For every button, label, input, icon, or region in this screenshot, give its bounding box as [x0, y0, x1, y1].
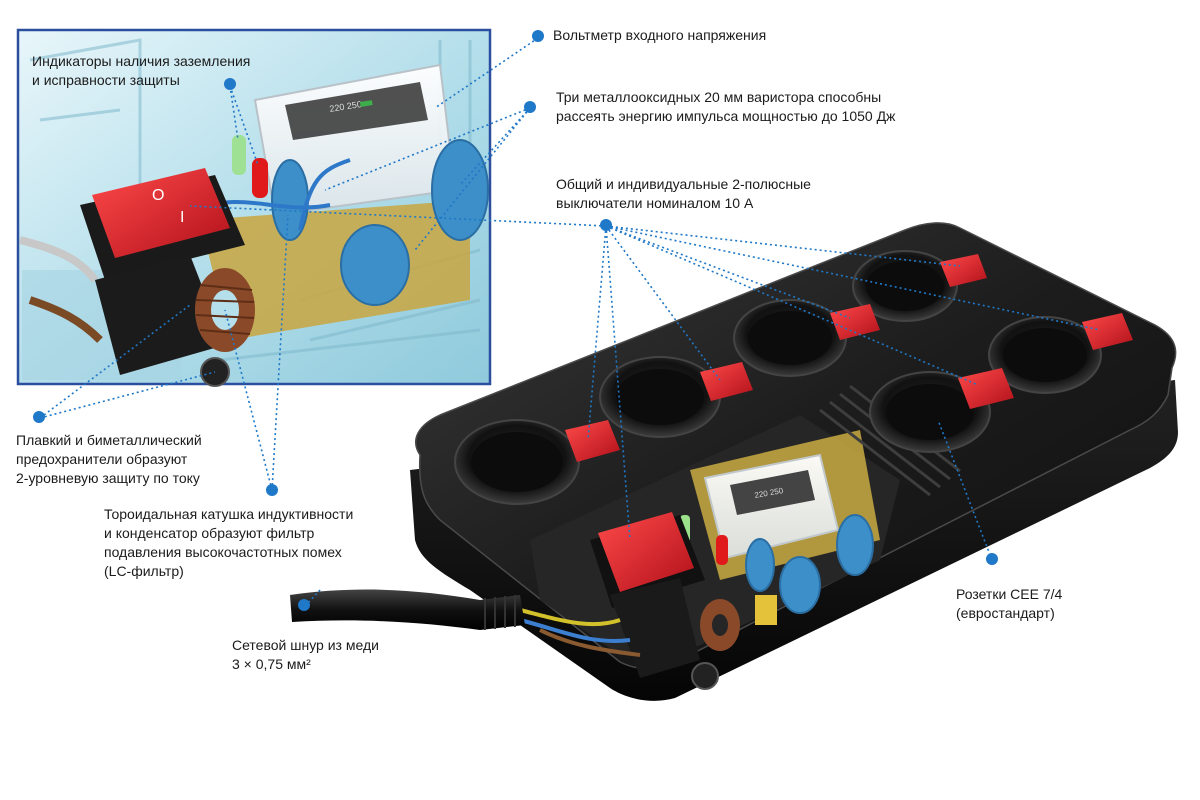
inset-power-switch: O I [80, 168, 245, 280]
inset-switch-on-mark: I [180, 209, 184, 226]
callout-voltmeter-line-1: Вольтметр входного напряжения [553, 27, 767, 43]
callout-indicators-line-2: и исправности защиты [32, 72, 180, 88]
callout-switches: Общий и индивидуальные 2-полюсные выключ… [556, 175, 811, 213]
callout-indicators-line-1: Индикаторы наличия заземления [32, 53, 251, 69]
callout-lc-filter-line-1: Тороидальная катушка индуктивности [104, 506, 354, 522]
power-cord [290, 589, 525, 630]
callout-lc-filter-line-2: и конденсатор образуют фильтр [104, 525, 315, 541]
callout-dot-indicators [224, 78, 236, 90]
socket-4 [852, 250, 958, 322]
inset-switch-off-mark: O [152, 187, 164, 204]
socket-2 [599, 356, 721, 438]
socket-5 [869, 371, 991, 453]
leader-lines [39, 37, 1101, 607]
callout-cord-line-1: Сетевой шнур из меди [232, 637, 379, 653]
callout-sockets: Розетки СЕЕ 7/4 (евростандарт) [956, 585, 1062, 623]
switch-1 [565, 420, 620, 462]
callout-sockets-line-2: (евростандарт) [956, 605, 1055, 621]
switch-5 [958, 368, 1014, 409]
callout-dot-voltmeter [532, 30, 544, 42]
callout-lc-filter-line-4: (LC-фильтр) [104, 563, 184, 579]
callout-dot-varistors [524, 101, 536, 113]
callout-cord: Сетевой шнур из меди 3 × 0,75 мм² [232, 636, 379, 674]
callout-fuses-line-1: Плавкий и биметаллический [16, 432, 202, 448]
callout-cord-line-2: 3 × 0,75 мм² [232, 656, 311, 672]
callout-dot-cord [298, 599, 310, 611]
callout-dot-switches [600, 219, 612, 231]
callout-voltmeter: Вольтметр входного напряжения [553, 26, 766, 45]
callout-varistors-line-2: рассеять энергию импульса мощностью до 1… [556, 108, 896, 124]
callout-lc-filter: Тороидальная катушка индуктивности и кон… [104, 505, 353, 581]
switch-4 [940, 254, 987, 287]
socket-3 [733, 299, 847, 377]
switch-6 [1082, 313, 1133, 350]
callout-switches-line-2: выключатели номиналом 10 А [556, 195, 754, 211]
callout-dot-lc-filter [266, 484, 278, 496]
callout-indicators: Индикаторы наличия заземления и исправно… [32, 52, 250, 90]
callout-fuses: Плавкий и биметаллический предохранители… [16, 431, 202, 488]
callout-dot-sockets [986, 553, 998, 565]
callout-fuses-line-3: 2-уровневую защиту по току [16, 470, 200, 486]
power-strip: 220 250 [410, 222, 1178, 701]
inset-closeup: 220 250 O I [16, 28, 492, 387]
socket-1 [454, 419, 580, 505]
main-voltmeter: 220 250 [703, 453, 840, 560]
callout-varistors: Три металлооксидных 20 мм варистора спос… [556, 88, 895, 126]
callout-varistors-line-1: Три металлооксидных 20 мм варистора спос… [556, 89, 882, 105]
socket-row [454, 250, 1102, 505]
switch-3 [830, 304, 880, 340]
callout-sockets-line-1: Розетки СЕЕ 7/4 [956, 586, 1063, 602]
callout-dot-fuses [33, 411, 45, 423]
callout-lc-filter-line-3: подавления высокочастотных помех [104, 544, 342, 560]
callout-fuses-line-2: предохранители образуют [16, 451, 188, 467]
callout-switches-line-1: Общий и индивидуальные 2-полюсные [556, 176, 811, 192]
individual-switches [565, 254, 1133, 462]
socket-6 [988, 316, 1102, 394]
